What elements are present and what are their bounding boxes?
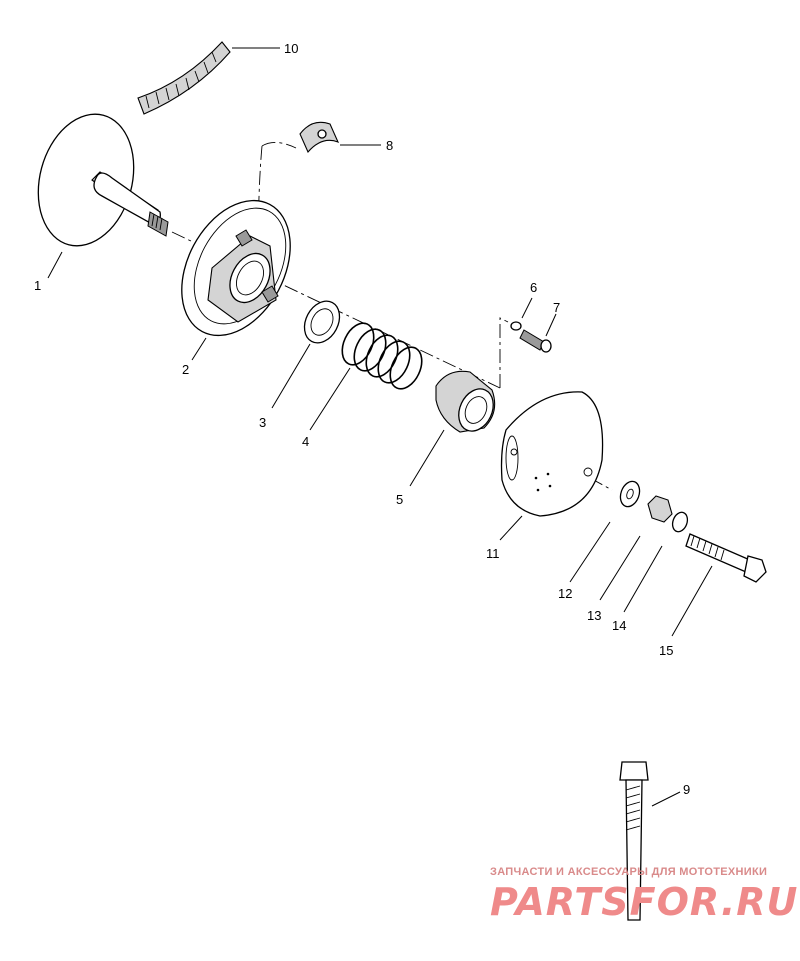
part-15-bolt <box>685 533 767 583</box>
watermark-tagline: ЗАПЧАСТИ И АКСЕССУАРЫ ДЛЯ МОТОТЕХНИКИ <box>490 866 768 878</box>
callout-10: 10 <box>232 41 298 56</box>
callout-number: 1 <box>34 278 41 293</box>
callout-number: 5 <box>396 492 403 507</box>
part-5-spring-retainer <box>435 370 496 433</box>
callouts: 1 2 3 4 5 6 7 8 <box>34 41 713 807</box>
callout-number: 15 <box>659 643 673 658</box>
callout-9: 9 <box>651 782 690 807</box>
callout-15: 15 <box>659 565 713 658</box>
callout-number: 7 <box>553 300 560 315</box>
part-6-washer <box>510 321 522 331</box>
callout-14: 14 <box>612 545 663 633</box>
callout-5: 5 <box>396 429 445 507</box>
callout-6: 6 <box>521 280 537 319</box>
callout-number: 8 <box>386 138 393 153</box>
part-12-flat-washer <box>619 480 641 508</box>
callout-2: 2 <box>182 337 207 377</box>
watermark-logo: PARTSFOR.RU <box>490 880 799 924</box>
part-14-lock-washer <box>671 511 689 533</box>
part-4-spring <box>341 322 423 390</box>
part-3-retaining-ring <box>303 300 341 344</box>
callout-number: 10 <box>284 41 298 56</box>
part-8-slider-shoe <box>299 121 340 154</box>
callout-8: 8 <box>340 138 393 153</box>
callout-number: 11 <box>486 546 500 561</box>
callout-number: 13 <box>587 608 601 623</box>
callout-number: 6 <box>530 280 537 295</box>
callout-4: 4 <box>302 367 351 449</box>
part-2-movable-sheave <box>181 199 291 337</box>
callout-number: 12 <box>558 586 572 601</box>
callout-11: 11 <box>486 515 523 561</box>
callout-13: 13 <box>587 535 641 623</box>
part-1-fixed-sheave <box>37 113 169 247</box>
callout-3: 3 <box>259 343 311 430</box>
callout-12: 12 <box>558 521 611 601</box>
callout-number: 4 <box>302 434 309 449</box>
callout-number: 9 <box>683 782 690 797</box>
part-11-cover <box>500 391 604 517</box>
part-10-drive-belt <box>137 41 231 115</box>
part-7-screw <box>519 329 552 353</box>
part-9-long-bolt <box>619 761 649 921</box>
part-13-nut <box>647 495 673 523</box>
callout-7: 7 <box>545 300 560 337</box>
callout-number: 3 <box>259 415 266 430</box>
callout-number: 14 <box>612 618 626 633</box>
callout-1: 1 <box>34 251 63 293</box>
callout-number: 2 <box>182 362 189 377</box>
